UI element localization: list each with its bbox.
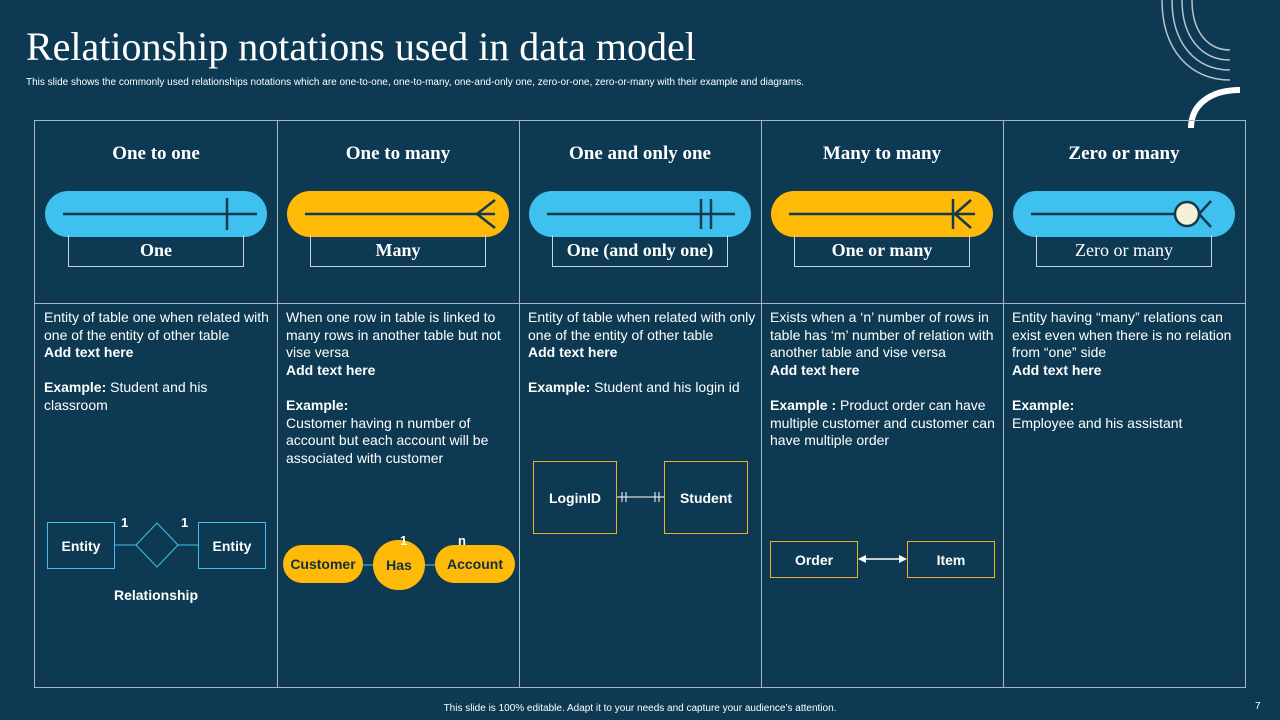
notation-pill [529, 191, 751, 237]
circle-crow-notation-icon [1031, 200, 1212, 228]
example-text: Example: Student and his login id [528, 379, 756, 397]
page-title: Relationship notations used in data mode… [26, 24, 696, 69]
column-divider [1003, 121, 1004, 687]
row-divider [35, 303, 1245, 304]
example-value: Student and his classroom [44, 379, 208, 413]
column-description: Entity of table one when related with on… [44, 309, 272, 415]
decorative-arcs [1161, 0, 1241, 129]
column-one-to-many: One to many Many When one row in table i… [277, 121, 519, 687]
column-description: When one row in table is linked to many … [286, 309, 514, 467]
column-title: One to many [345, 143, 451, 164]
notation-pill [287, 191, 509, 237]
notation-table: One to one One Entity of table one when … [34, 120, 1246, 688]
loginid-entity: LoginID [533, 461, 617, 534]
example-label: Example : [770, 396, 837, 413]
notation-pill [771, 191, 993, 237]
cardinality-right: n [458, 533, 466, 548]
example-label: Example: [44, 379, 107, 396]
notation-label: Many [310, 235, 486, 267]
example-value: Product order can have multiple customer… [770, 396, 995, 449]
column-title: Many to many [822, 143, 942, 164]
example-label: Example: [286, 396, 349, 413]
page-subtitle: This slide shows the commonly used relat… [26, 77, 804, 88]
example-value: Customer having n number of account but … [286, 414, 489, 466]
item-entity: Item [907, 541, 995, 578]
column-divider [277, 121, 278, 687]
relationship-caption: Relationship [113, 587, 198, 603]
column-one-to-one: One to one One Entity of table one when … [35, 121, 277, 687]
column-description: Entity having “many” relations can exist… [1012, 309, 1240, 432]
column-zero-or-many: Zero or many Zero or many Entity having … [1003, 121, 1245, 687]
column-title: One to one [112, 143, 200, 164]
column-description: Exists when a ‘n’ number of rows in tabl… [770, 309, 998, 450]
notation-pill [1013, 191, 1235, 237]
column-divider [519, 121, 520, 687]
one-bar-notation-icon [63, 198, 257, 230]
add-text: Add text here [528, 344, 618, 361]
bar-crow-notation-icon [789, 199, 975, 229]
example-text: Example : Product order can have multipl… [770, 397, 998, 450]
double-bar-notation-icon [547, 199, 735, 229]
one-and-only-one-connector-icon [617, 492, 664, 502]
add-text: Add text here [1012, 361, 1102, 378]
cardinality-right: 1 [181, 515, 189, 530]
example-label: Example: [1012, 396, 1075, 413]
has-relationship: Has [373, 540, 425, 590]
add-text: Add text here [44, 344, 134, 361]
add-text: Add text here [286, 361, 376, 378]
account-entity: Account [435, 545, 515, 583]
notation-pill [45, 191, 267, 237]
add-text: Add text here [770, 361, 860, 378]
crow-foot-notation-icon [305, 199, 496, 229]
notation-label: One (and only one) [552, 235, 728, 267]
relationship-diamond-icon [115, 522, 198, 568]
entity-box-right: Entity [198, 522, 266, 569]
column-title: Zero or many [1068, 143, 1180, 164]
description-text: Entity of table one when related with on… [44, 309, 269, 343]
column-title: One and only one [568, 143, 711, 164]
notation-label: Zero or many [1036, 235, 1212, 267]
description-text: Entity having “many” relations can exist… [1012, 309, 1232, 361]
order-entity: Order [770, 541, 858, 578]
description-text: Exists when a ‘n’ number of rows in tabl… [770, 309, 994, 361]
column-description: Entity of table when related with only o… [528, 309, 756, 397]
column-many-to-many: Many to many One or many Exists when a ‘… [761, 121, 1003, 687]
notation-label: One [68, 235, 244, 267]
student-entity: Student [664, 461, 748, 534]
entity-box-left: Entity [47, 522, 115, 569]
cardinality-left: 1 [121, 515, 129, 530]
example-label: Example: [528, 379, 591, 396]
example-text: Example: Student and his classroom [44, 379, 272, 414]
page-number: 7 [1255, 701, 1261, 712]
example-value: Student and his login id [594, 379, 740, 396]
notation-label: One or many [794, 235, 970, 267]
cardinality-left: 1 [400, 533, 408, 548]
footer-note: This slide is 100% editable. Adapt it to… [443, 703, 837, 714]
column-divider [761, 121, 762, 687]
bidirectional-arrow-icon [858, 555, 907, 563]
column-one-and-only-one: One and only one One (and only one) Enti… [519, 121, 761, 687]
description-text: Entity of table when related with only o… [528, 309, 756, 343]
example-value: Employee and his assistant [1012, 414, 1183, 431]
customer-entity: Customer [283, 545, 363, 583]
description-text: When one row in table is linked to many … [286, 309, 501, 361]
